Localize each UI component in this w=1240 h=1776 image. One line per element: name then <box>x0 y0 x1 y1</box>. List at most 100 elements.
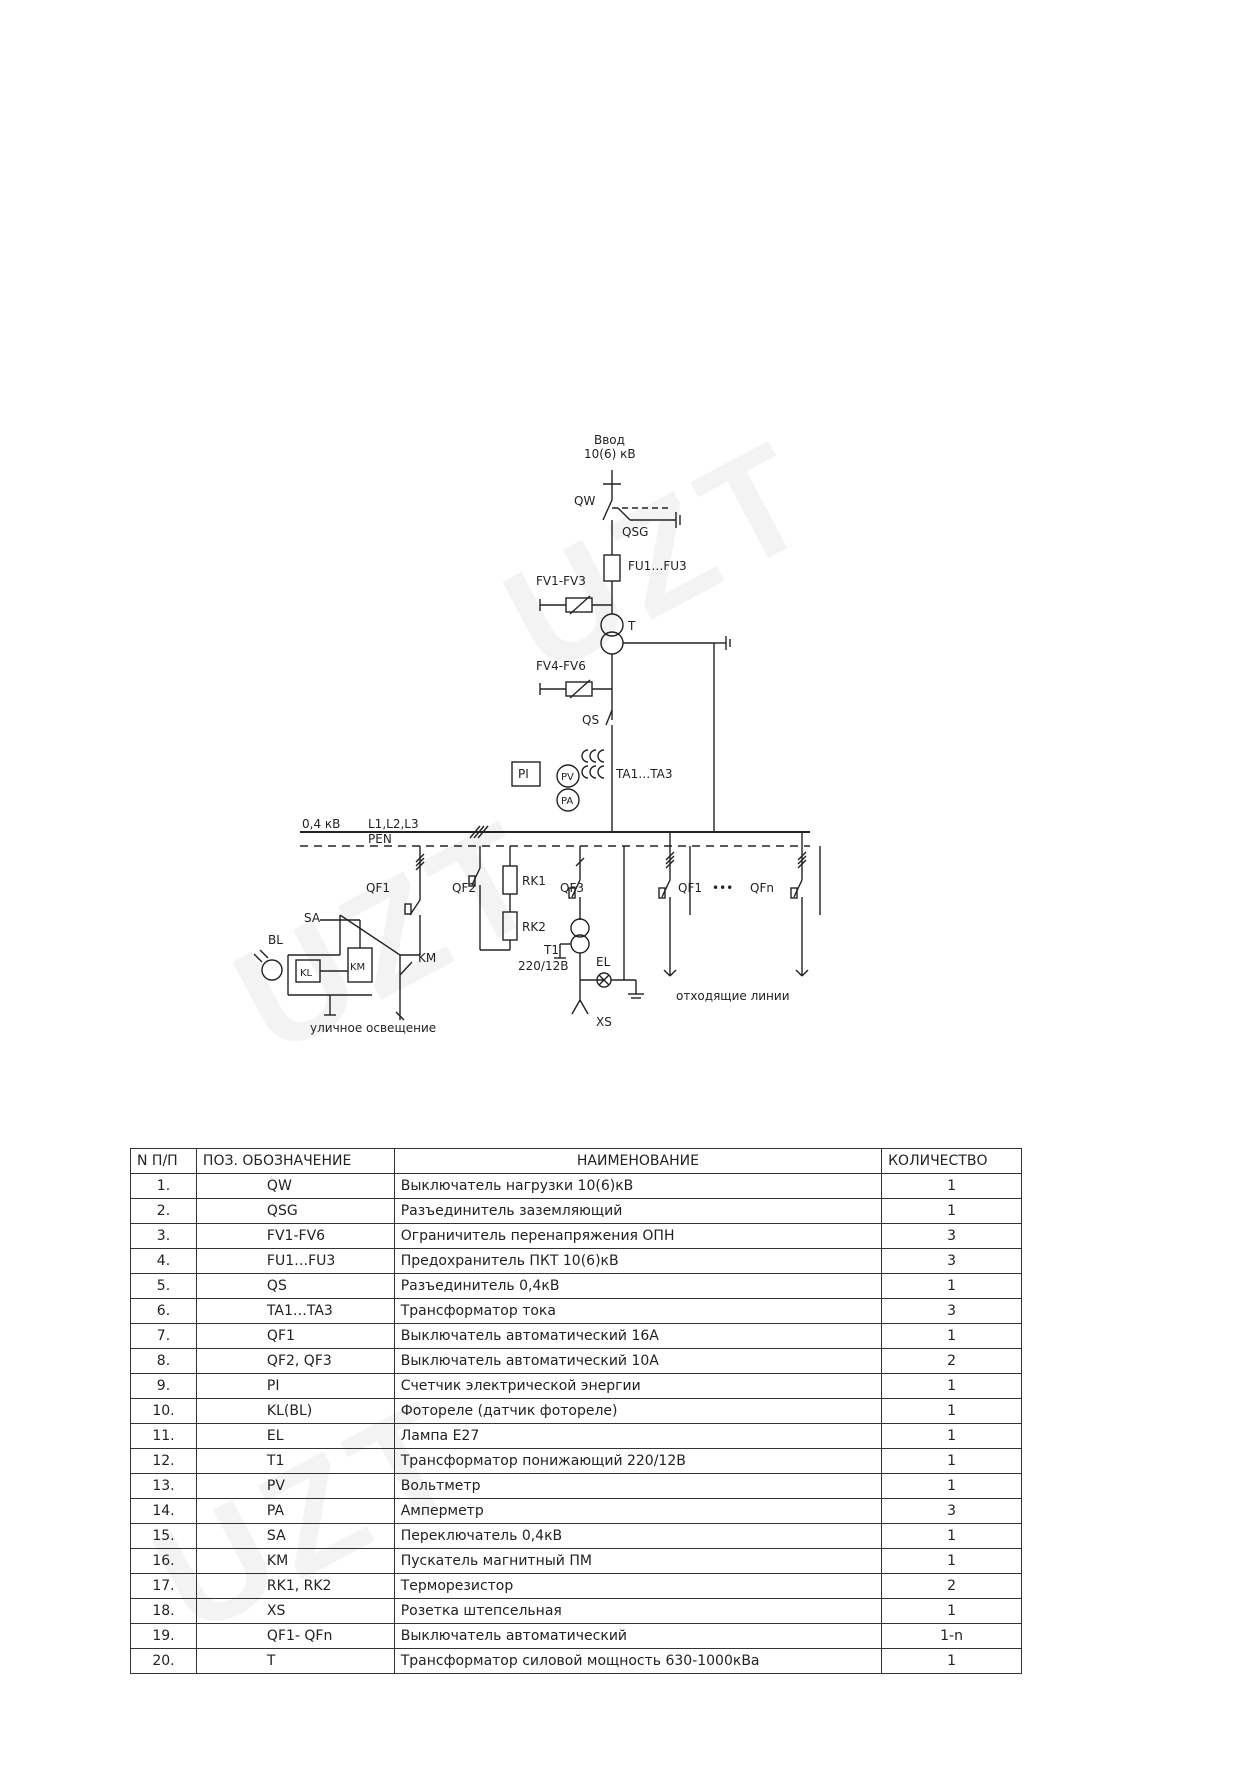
row-name: Выключатель нагрузки 10(6)кВ <box>393 1173 883 1199</box>
transformer-t1-winding-2 <box>570 934 590 954</box>
row-name: Розетка штепсельная <box>393 1598 883 1624</box>
row-name: Терморезистор <box>393 1573 883 1599</box>
qsg-label: QSG <box>622 525 648 539</box>
row-number: 15. <box>130 1523 197 1549</box>
row-quantity: 1 <box>881 1373 1022 1399</box>
header-number: N П/П <box>130 1148 197 1174</box>
qs-switch-blade <box>605 709 613 726</box>
km-contact-label: KM <box>418 951 436 965</box>
row-quantity: 1 <box>881 1548 1022 1574</box>
ta-symbol <box>597 749 605 763</box>
meter-pi-label: PI <box>518 767 529 781</box>
row-number: 19. <box>130 1623 197 1649</box>
bl-label: BL <box>268 933 283 947</box>
row-position: QF1- QFn <box>195 1623 395 1649</box>
row-quantity: 3 <box>881 1498 1022 1524</box>
row-name: Амперметр <box>393 1498 883 1524</box>
row-quantity: 1 <box>881 1423 1022 1449</box>
row-name: Разъединитель заземляющий <box>393 1198 883 1224</box>
row-number: 1. <box>130 1173 197 1199</box>
row-name: Счетчик электрической энергии <box>393 1373 883 1399</box>
row-number: 9. <box>130 1373 197 1399</box>
outgoing-breaker-1 <box>661 879 671 898</box>
row-quantity: 1 <box>881 1648 1022 1674</box>
row-name: Фотореле (датчик фотореле) <box>393 1398 883 1424</box>
thermistor-rk2-symbol <box>502 911 518 941</box>
row-number: 16. <box>130 1548 197 1574</box>
row-position: QF2, QF3 <box>195 1348 395 1374</box>
row-quantity: 2 <box>881 1348 1022 1374</box>
ammeter-pa-label: PA <box>561 796 573 807</box>
row-number: 14. <box>130 1498 197 1524</box>
row-quantity: 1 <box>881 1323 1022 1349</box>
row-name: Лампа Е27 <box>393 1423 883 1449</box>
row-number: 8. <box>130 1348 197 1374</box>
fu-label: FU1…FU3 <box>628 559 687 573</box>
row-position: RK1, RK2 <box>195 1573 395 1599</box>
row-position: XS <box>195 1598 395 1624</box>
photosensor-bl-symbol <box>261 959 283 981</box>
row-position: QW <box>195 1173 395 1199</box>
row-quantity: 2 <box>881 1573 1022 1599</box>
qf2-label: QF2 <box>452 881 476 895</box>
qs-label: QS <box>582 713 599 727</box>
row-position: KM <box>195 1548 395 1574</box>
fv13-label: FV1-FV3 <box>536 574 586 588</box>
pen-label: PEN <box>368 832 392 846</box>
qf3-label: QF3 <box>560 881 584 895</box>
row-position: EL <box>195 1423 395 1449</box>
row-position: QSG <box>195 1198 395 1224</box>
row-number: 18. <box>130 1598 197 1624</box>
row-quantity: 1 <box>881 1448 1022 1474</box>
specification-table: N П/П ПОЗ. ОБОЗНАЧЕНИЕ НАИМЕНОВАНИЕ КОЛИ… <box>130 1148 1022 1674</box>
input-label: Ввод <box>594 433 625 447</box>
kl-label: KL <box>300 968 313 979</box>
row-position: QF1 <box>195 1323 395 1349</box>
voltmeter-pv-label: PV <box>561 772 574 783</box>
qf1-label: QF1 <box>366 881 390 895</box>
row-number: 13. <box>130 1473 197 1499</box>
row-quantity: 1 <box>881 1273 1022 1299</box>
voltmeter-pv-symbol <box>556 764 580 788</box>
ammeter-pa-symbol <box>556 788 580 812</box>
qw-switch-blade <box>602 499 613 521</box>
row-number: 4. <box>130 1248 197 1274</box>
row-name: Предохранитель ПКТ 10(6)кВ <box>393 1248 883 1274</box>
sa-link <box>339 914 401 956</box>
row-number: 2. <box>130 1198 197 1224</box>
row-quantity: 1 <box>881 1598 1022 1624</box>
row-name: Разъединитель 0,4кВ <box>393 1273 883 1299</box>
transformer-t-winding-1 <box>600 613 624 637</box>
transformer-t-winding-2 <box>600 631 624 655</box>
row-number: 11. <box>130 1423 197 1449</box>
bus-phases-label: L1,L2,L3 <box>368 817 419 831</box>
xs-label: XS <box>596 1015 612 1029</box>
header-quantity: КОЛИЧЕСТВО <box>881 1148 1022 1174</box>
row-number: 17. <box>130 1573 197 1599</box>
row-number: 3. <box>130 1223 197 1249</box>
outgoing-qfn-label: QFn <box>750 881 774 895</box>
street-lighting-label: уличное освещение <box>310 1021 436 1035</box>
row-name: Трансформатор тока <box>393 1298 883 1324</box>
fuse-fu-symbol <box>603 554 621 582</box>
row-number: 5. <box>130 1273 197 1299</box>
row-position: TA1…TA3 <box>195 1298 395 1324</box>
row-quantity: 1-n <box>881 1623 1022 1649</box>
sa-label: SA <box>304 911 321 925</box>
km-coil-label: KM <box>350 962 365 973</box>
t1-ratio-label: 220/12В <box>518 959 568 973</box>
ta-label: TA1…TA3 <box>615 767 672 781</box>
header-position: ПОЗ. ОБОЗНАЧЕНИЕ <box>195 1148 395 1174</box>
qf3-breaker-blade <box>571 879 581 898</box>
row-name: Вольтметр <box>393 1473 883 1499</box>
